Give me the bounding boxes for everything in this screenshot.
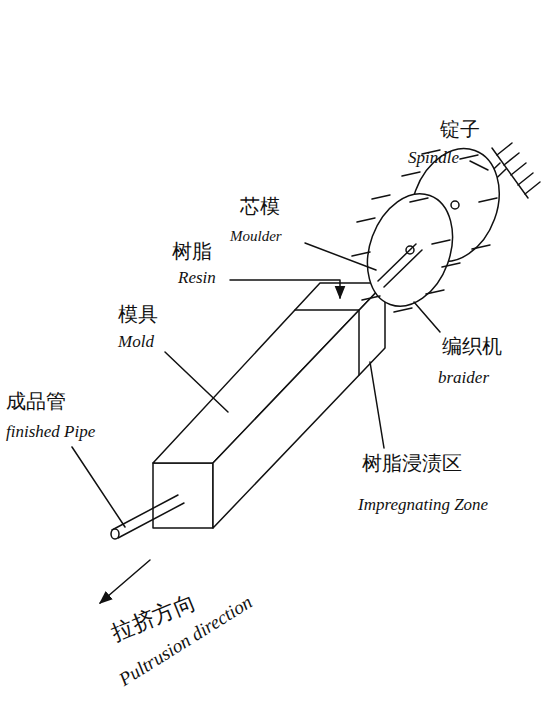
mold-side-face (213, 283, 385, 528)
part-label: Spindle (408, 148, 459, 168)
part-label: braider (438, 368, 489, 388)
mold-front-face (153, 463, 213, 528)
support-hatch (492, 143, 540, 198)
pipe-edge (112, 495, 178, 530)
spindle-pins (352, 150, 497, 312)
leader-line (165, 352, 228, 412)
braider-disc (353, 182, 468, 318)
impregnating-zone-divider (295, 310, 359, 375)
resin-feed-arrow (230, 280, 340, 298)
part-label: finished Pipe (6, 422, 95, 442)
part-label: 锭子 (440, 118, 480, 141)
mandrel-rod (378, 244, 416, 281)
pipe-edge (118, 503, 184, 538)
part-label: 模具 (118, 303, 158, 326)
leader-line (414, 302, 440, 332)
leader-line (305, 243, 376, 270)
disc-hub (451, 201, 459, 209)
part-label: 成品管 (6, 390, 66, 413)
leader-line (470, 161, 488, 170)
part-label: Impregnating Zone (358, 495, 488, 515)
mandrel-rod (384, 250, 422, 287)
part-label: 树脂浸渍区 (362, 452, 462, 475)
leader-line (370, 362, 384, 448)
disc-hub (406, 246, 414, 254)
part-label: 芯模 (240, 195, 280, 218)
part-label: 树脂 (172, 240, 212, 263)
part-label: Resin (178, 268, 216, 288)
pipe-end (111, 529, 119, 539)
direction-arrow (100, 560, 150, 603)
part-label: 编织机 (442, 335, 502, 358)
leader-line (72, 447, 125, 527)
part-label: Moulder (230, 228, 282, 245)
part-label: Mold (118, 332, 154, 352)
